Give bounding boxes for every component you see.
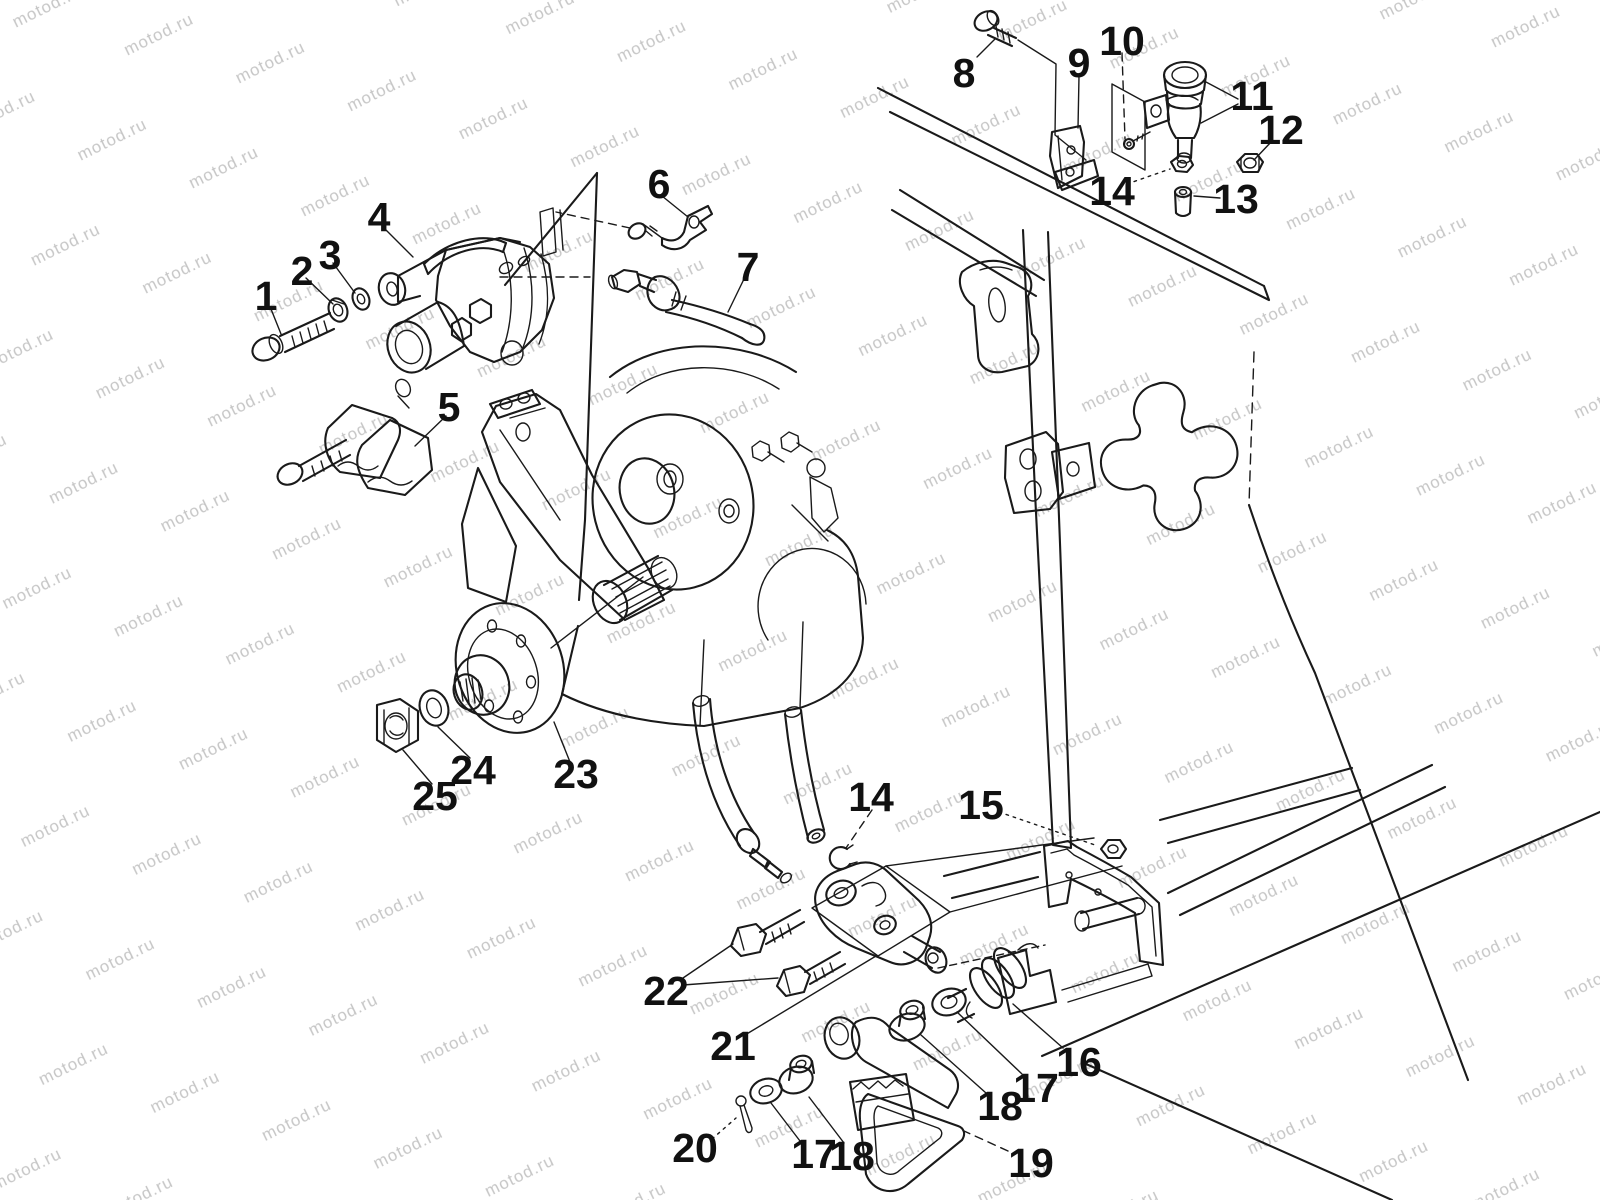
part-24-washer: [418, 689, 450, 727]
part-19-brake-pedal: [823, 1016, 966, 1193]
part-13-spacer: [1173, 185, 1193, 218]
part-12-nut: [1235, 152, 1265, 174]
part-label-18-right: 18: [977, 1083, 1023, 1129]
part-14-nut-top: [1169, 154, 1195, 174]
part-label-1: 1: [255, 273, 278, 319]
panel-outline: [503, 171, 599, 602]
mounting-panel: [1111, 83, 1146, 171]
part-label-3: 3: [319, 232, 342, 278]
part-label-23: 23: [553, 751, 599, 797]
part-label-9: 9: [1068, 40, 1091, 86]
part-label-11: 11: [1230, 73, 1273, 119]
part-label-17-bottom: 17: [791, 1131, 837, 1177]
frame-structure: [876, 86, 1600, 1200]
part-label-19: 19: [1008, 1140, 1054, 1186]
part-8-bolt: [973, 9, 1087, 161]
part-9-bracket: [1048, 124, 1100, 192]
part-2-lock-washer: [327, 297, 349, 323]
part-18-bushing-right: [888, 999, 927, 1042]
part-label-13: 13: [1213, 176, 1259, 222]
part-label-20: 20: [672, 1125, 718, 1171]
part-label-10: 10: [1099, 18, 1145, 64]
part-18-bushing-left: [778, 1054, 816, 1095]
stop-bracket: [1042, 839, 1165, 967]
part-3-washer: [351, 287, 371, 311]
part-1-bolt: [251, 311, 336, 362]
part-15-nut: [1099, 838, 1128, 860]
part-label-21: 21: [710, 1023, 756, 1069]
part-10-screw: [1122, 131, 1151, 151]
part-label-14-mid: 14: [848, 774, 894, 820]
part-label-18-bottom: 18: [829, 1133, 875, 1179]
part-17-washer-right: [931, 987, 967, 1017]
part-label-22: 22: [643, 968, 689, 1014]
part-4-brake-caliper: [377, 236, 556, 374]
part-label-2: 2: [291, 248, 314, 294]
part-label-15: 15: [958, 782, 1004, 828]
part-label-16: 16: [1056, 1039, 1102, 1085]
part-label-8: 8: [953, 50, 976, 96]
part-label-24: 24: [450, 747, 496, 793]
brake-lines: [691, 695, 826, 884]
part-23-hub-disc: [452, 602, 566, 734]
part-17-washer-left: [749, 1077, 783, 1105]
part-label-25: 25: [412, 773, 458, 819]
leader-lines: [270, 38, 1273, 1152]
part-16-spring: [965, 943, 1039, 1019]
gearcase: [460, 345, 867, 728]
part-number-labels: 1 2 3 4 5 6 7 8 9 10 11 12 13 14 14 15 1…: [255, 18, 1304, 1186]
part-25-nut: [375, 697, 420, 754]
part-label-4: 4: [368, 194, 391, 240]
part-label-6: 6: [648, 161, 671, 207]
part-21-master-cylinder: [814, 861, 948, 974]
part-label-7: 7: [737, 244, 760, 290]
part-label-17-right: 17: [1013, 1065, 1059, 1111]
part-label-14-top: 14: [1089, 168, 1135, 214]
part-20-cotter-pin: [735, 1095, 753, 1134]
part-label-5: 5: [438, 384, 461, 430]
part-11-reservoir: [1142, 60, 1208, 164]
part-22-bolts: [729, 908, 847, 998]
part-label-12: 12: [1258, 107, 1304, 153]
part-6-banjo-fitting: [627, 204, 714, 251]
part-7-brake-hose: [607, 268, 766, 346]
part-5-brake-pads: [276, 378, 434, 497]
